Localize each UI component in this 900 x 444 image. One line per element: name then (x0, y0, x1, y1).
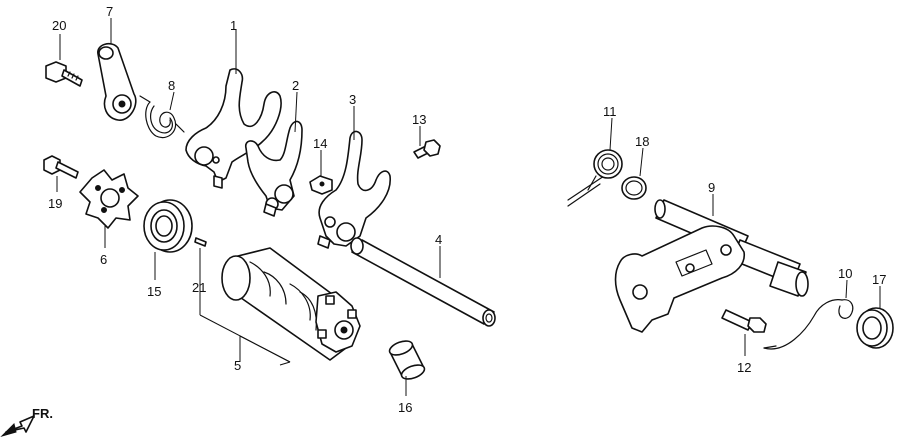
callout-19: 19 (48, 196, 62, 211)
part-17-oil-seal (856, 307, 894, 349)
callout-5: 5 (234, 358, 241, 373)
part-15-bearing (143, 199, 193, 253)
part-18-snap-ring (621, 176, 647, 200)
part-10-return-spring (763, 299, 854, 350)
part-7-stopper-arm (97, 42, 137, 121)
callout-7: 7 (106, 4, 113, 19)
part-4-fork-shaft (350, 237, 496, 327)
part-9-gearshift-spindle (614, 199, 809, 333)
part-21-pin (194, 237, 207, 247)
callout-20: 20 (52, 18, 66, 33)
callout-11: 11 (603, 104, 617, 119)
part-19-bolt (43, 155, 79, 179)
callout-2: 2 (292, 78, 299, 93)
callout-13: 13 (412, 112, 426, 127)
front-marker-label: FR. (32, 406, 53, 421)
part-1-shift-fork (185, 68, 282, 189)
part-8-spring (139, 95, 185, 139)
part-6-star-plate (79, 169, 139, 229)
callout-18: 18 (635, 134, 649, 149)
callout-10: 10 (838, 266, 852, 281)
callout-9: 9 (708, 180, 715, 195)
callout-3: 3 (349, 92, 356, 107)
part-12-bolt (721, 309, 767, 333)
part-16-collar (388, 340, 426, 380)
callout-15: 15 (147, 284, 161, 299)
callout-1: 1 (230, 18, 237, 33)
part-11-spring (567, 149, 623, 207)
part-3-shift-fork (317, 130, 391, 249)
part-13-bolt (413, 139, 441, 159)
callout-6: 6 (100, 252, 107, 267)
callout-21: 21 (192, 280, 206, 295)
callout-17: 17 (872, 272, 886, 287)
front-arrow: FR. (0, 406, 53, 438)
callout-12: 12 (737, 360, 751, 375)
part-20-bolt (45, 61, 83, 87)
part-5-shift-drum (221, 247, 361, 361)
callout-16: 16 (398, 400, 412, 415)
callout-8: 8 (168, 78, 175, 93)
callout-4: 4 (435, 232, 442, 247)
leader-lines (56, 18, 881, 396)
callout-labels: 1 2 3 4 5 6 7 8 9 10 11 12 13 14 15 16 1… (48, 4, 886, 415)
callout-14: 14 (313, 136, 327, 151)
part-14-clip (309, 175, 333, 195)
part-2-shift-fork (244, 120, 303, 217)
